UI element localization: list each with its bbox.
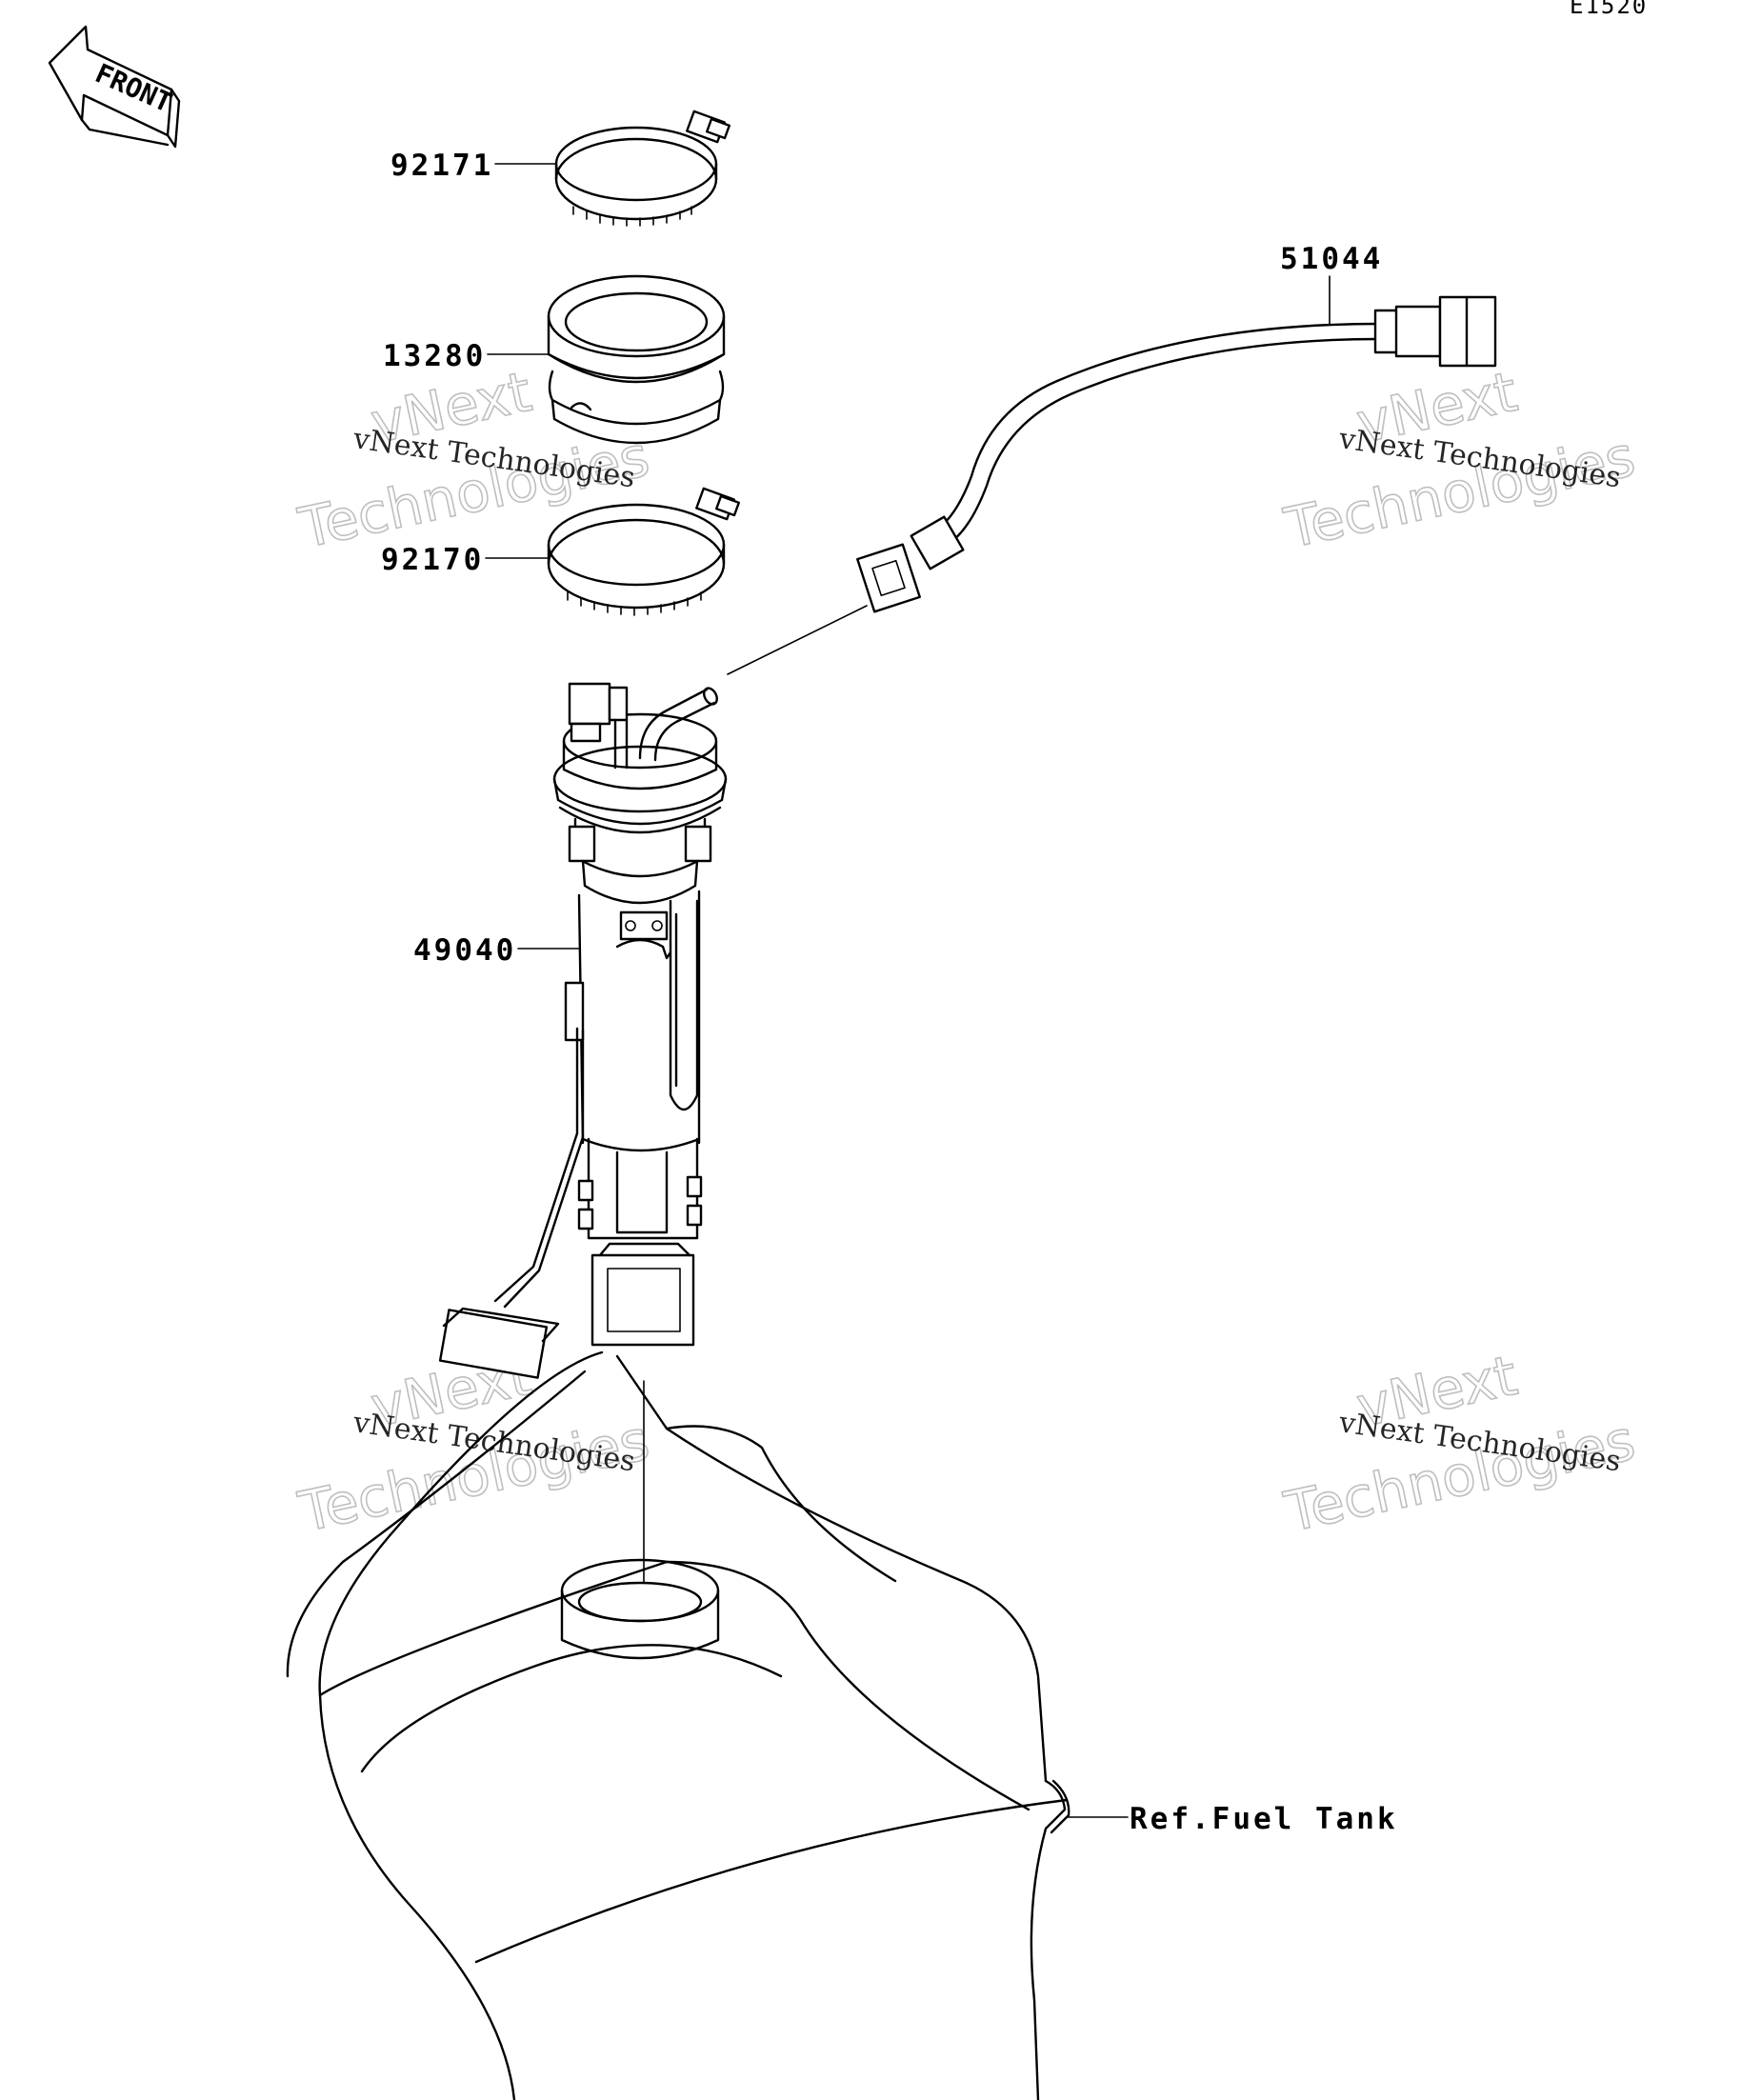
part-label-49040: 49040 <box>413 933 516 968</box>
leader-lines <box>485 163 1331 1818</box>
part-label-92171: 92171 <box>390 149 493 183</box>
clamp-92171 <box>554 110 730 227</box>
part-label-13280: 13280 <box>383 339 486 373</box>
part-label-51044: 51044 <box>1280 242 1383 276</box>
watermark-top-left: vNext Technologies vNext Technologies <box>292 358 655 562</box>
watermark-top-right: vNext Technologies vNext Technologies <box>1278 358 1641 562</box>
watermark-bottom-right: vNext Technologies vNext Technologies <box>1278 1342 1641 1546</box>
reference-label: Ref.Fuel Tank <box>1130 1802 1398 1836</box>
part-label-92170: 92170 <box>381 543 484 577</box>
front-arrow-icon: FRONT <box>48 25 181 149</box>
fuel-tank-reference <box>286 1350 1071 2100</box>
clamp-92170 <box>547 487 740 616</box>
diagram-code: E1520 <box>1570 0 1648 19</box>
fuel-pump-49040 <box>438 682 728 1379</box>
lead-51044 <box>727 295 1497 675</box>
grommet-13280 <box>547 274 726 445</box>
